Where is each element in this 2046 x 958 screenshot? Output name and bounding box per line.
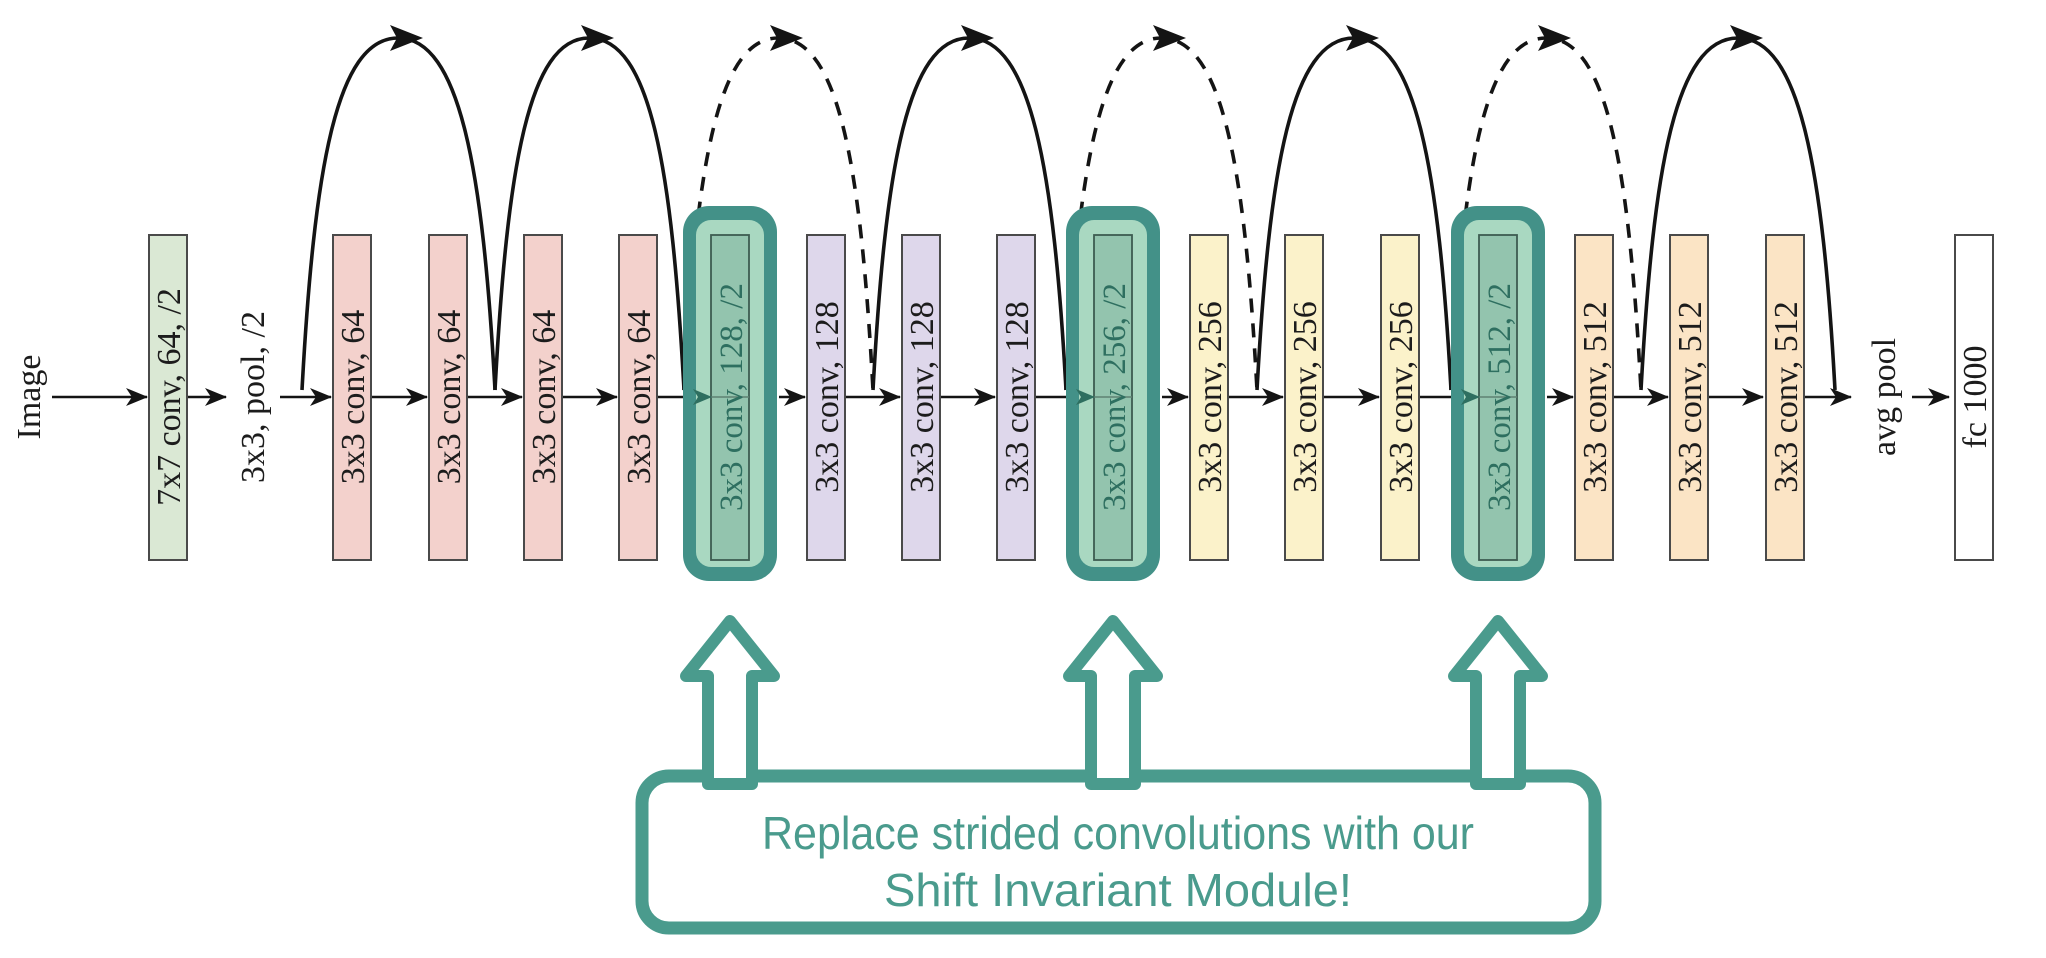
layer-box-conv64-1 <box>332 234 372 561</box>
layer-label-conv256-strided: 3x3 conv, 256, /2 <box>1097 283 1133 511</box>
layer-box-conv128-2 <box>901 234 941 561</box>
layer-labels: Image 7x7 conv, 64, /2 3x3, pool, /2 3x3… <box>11 283 1994 511</box>
layer-label-conv64-1: 3x3 conv, 64 <box>335 310 372 484</box>
layer-label-conv256-3: 3x3 conv, 256 <box>1383 301 1420 492</box>
highlight-inner-arrows <box>693 389 1517 405</box>
callout-group: Replace strided convolutions with our Sh… <box>635 615 1602 935</box>
skip-arc-2-arrowhead-icon <box>581 25 614 51</box>
layer-box-conv64-2 <box>428 234 468 561</box>
skip-arc-5-arrowhead-icon <box>1153 25 1186 51</box>
skip-arc-7-arrowhead-icon <box>1538 25 1571 51</box>
layer-label-conv64-3: 3x3 conv, 64 <box>526 310 563 484</box>
layer-label-conv512-2: 3x3 conv, 512 <box>1672 301 1709 492</box>
layer-label-conv512-3: 3x3 conv, 512 <box>1768 301 1805 492</box>
layer-boxes <box>148 234 1994 561</box>
input-label: Image <box>11 355 48 440</box>
highlight-inner-arrowhead-2 <box>1076 389 1095 405</box>
skip-arc-1-arrowhead-icon <box>390 25 423 51</box>
layer-label-conv128-2: 3x3 conv, 128 <box>904 301 941 492</box>
callout-up-arrow-3 <box>1448 615 1548 790</box>
layer-box-conv512-1 <box>1574 234 1614 561</box>
layer-label-conv128-3: 3x3 conv, 128 <box>999 301 1036 492</box>
highlight-inner-arrowhead-1 <box>693 389 712 405</box>
callout-up-arrow-2 <box>1063 615 1163 790</box>
callout-text-line2: Shift Invariant Module! <box>884 864 1352 916</box>
layer-label-conv64-2: 3x3 conv, 64 <box>431 310 468 484</box>
layer-box-conv512-2 <box>1669 234 1709 561</box>
layer-box-conv256-2 <box>1284 234 1324 561</box>
layer-label-avgpool: avg pool <box>1866 338 1903 456</box>
layer-label-conv512-1: 3x3 conv, 512 <box>1577 301 1614 492</box>
layer-box-conv64-4 <box>618 234 658 561</box>
layer-label-conv256-1: 3x3 conv, 256 <box>1192 301 1229 492</box>
layer-label-conv64-4: 3x3 conv, 64 <box>621 310 658 484</box>
layer-box-conv7x7 <box>148 234 188 561</box>
skip-arc-6-arrowhead-icon <box>1346 25 1379 51</box>
layer-box-conv512-3 <box>1765 234 1805 561</box>
layer-box-conv256-3 <box>1380 234 1420 561</box>
layer-label-conv256-2: 3x3 conv, 256 <box>1287 301 1324 492</box>
layer-label-conv128-strided: 3x3 conv, 128, /2 <box>714 283 750 511</box>
layer-label-conv128-1: 3x3 conv, 128 <box>809 301 846 492</box>
layer-box-fc1000 <box>1954 234 1994 561</box>
callout-text-line1: Replace strided convolutions with our <box>762 807 1474 859</box>
skip-arc-8-arrowhead-icon <box>1730 25 1763 51</box>
layer-box-conv128-3 <box>996 234 1036 561</box>
skip-arc-4-arrowhead-icon <box>961 25 994 51</box>
layer-box-conv128-1 <box>806 234 846 561</box>
highlight-inner-arrowhead-3 <box>1461 389 1480 405</box>
skip-arc-3-arrowhead-icon <box>770 25 803 51</box>
layer-label-pool: 3x3, pool, /2 <box>235 311 272 483</box>
layer-label-fc1000: fc 1000 <box>1957 346 1994 449</box>
layer-box-conv64-3 <box>523 234 563 561</box>
layer-label-conv7x7: 7x7 conv, 64, /2 <box>151 288 188 506</box>
layer-label-conv512-strided: 3x3 conv, 512, /2 <box>1482 283 1518 511</box>
callout-up-arrow-1 <box>680 615 780 790</box>
layer-box-conv256-1 <box>1189 234 1229 561</box>
